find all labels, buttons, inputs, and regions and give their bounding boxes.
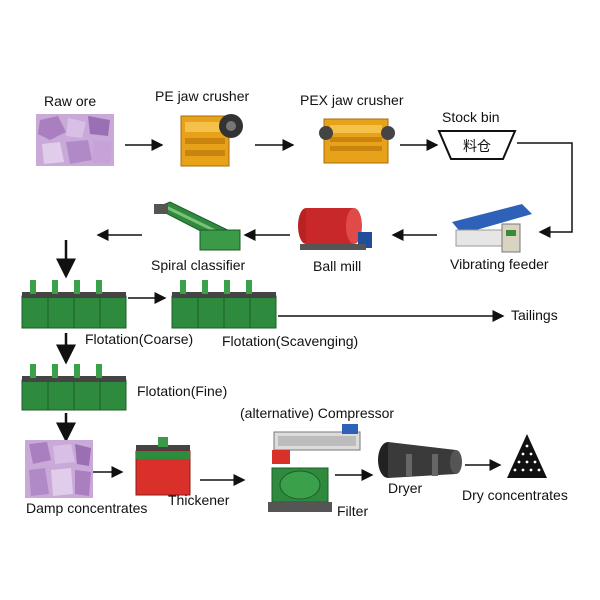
stock-bin-sign: 料仓 xyxy=(463,139,491,155)
thickener-image xyxy=(135,437,191,496)
tailings-label: Tailings xyxy=(511,307,558,323)
arrow-bin-to-feeder xyxy=(517,142,573,238)
alternative-compressor-label: (alternative) Compressor xyxy=(240,405,395,421)
spiral-classifier-image xyxy=(154,201,241,251)
dry-concentrates-label: Dry concentrates xyxy=(462,487,568,503)
pex-jaw-crusher-label: PEX jaw crusher xyxy=(300,92,404,108)
thickener-label: Thickener xyxy=(168,492,230,508)
dryer-label: Dryer xyxy=(388,480,423,496)
dry-concentrates-image xyxy=(507,434,547,478)
pe-jaw-crusher-label: PE jaw crusher xyxy=(155,88,250,104)
damp-concentrates-label: Damp concentrates xyxy=(26,500,148,516)
flotation-coarse-image xyxy=(21,280,127,329)
ball-mill-image xyxy=(298,208,372,250)
flotation-fine-label: Flotation(Fine) xyxy=(137,383,228,399)
raw-ore-label: Raw ore xyxy=(44,93,97,109)
pex-jaw-crusher-image xyxy=(319,118,395,164)
filter-image xyxy=(268,467,332,512)
vibrating-feeder-label: Vibrating feeder xyxy=(450,256,549,272)
dryer-image xyxy=(378,442,462,478)
compressor-image xyxy=(272,424,361,464)
filter-label: Filter xyxy=(337,503,369,519)
flotation-fine-image xyxy=(21,364,127,411)
vibrating-feeder-image xyxy=(452,204,532,253)
pe-jaw-crusher-image xyxy=(180,114,243,167)
ball-mill-label: Ball mill xyxy=(313,258,362,274)
stock-bin-label: Stock bin xyxy=(442,109,500,125)
damp-concentrates-image xyxy=(25,440,93,498)
raw-ore-image xyxy=(36,114,114,166)
flotation-coarse-label: Flotation(Coarse) xyxy=(85,331,194,347)
stock-bin-image: 料仓 xyxy=(437,130,517,160)
flotation-scavenging-label: Flotation(Scavenging) xyxy=(222,333,359,349)
flotation-scavenging-image xyxy=(171,280,277,329)
spiral-classifier-label: Spiral classifier xyxy=(151,257,246,273)
